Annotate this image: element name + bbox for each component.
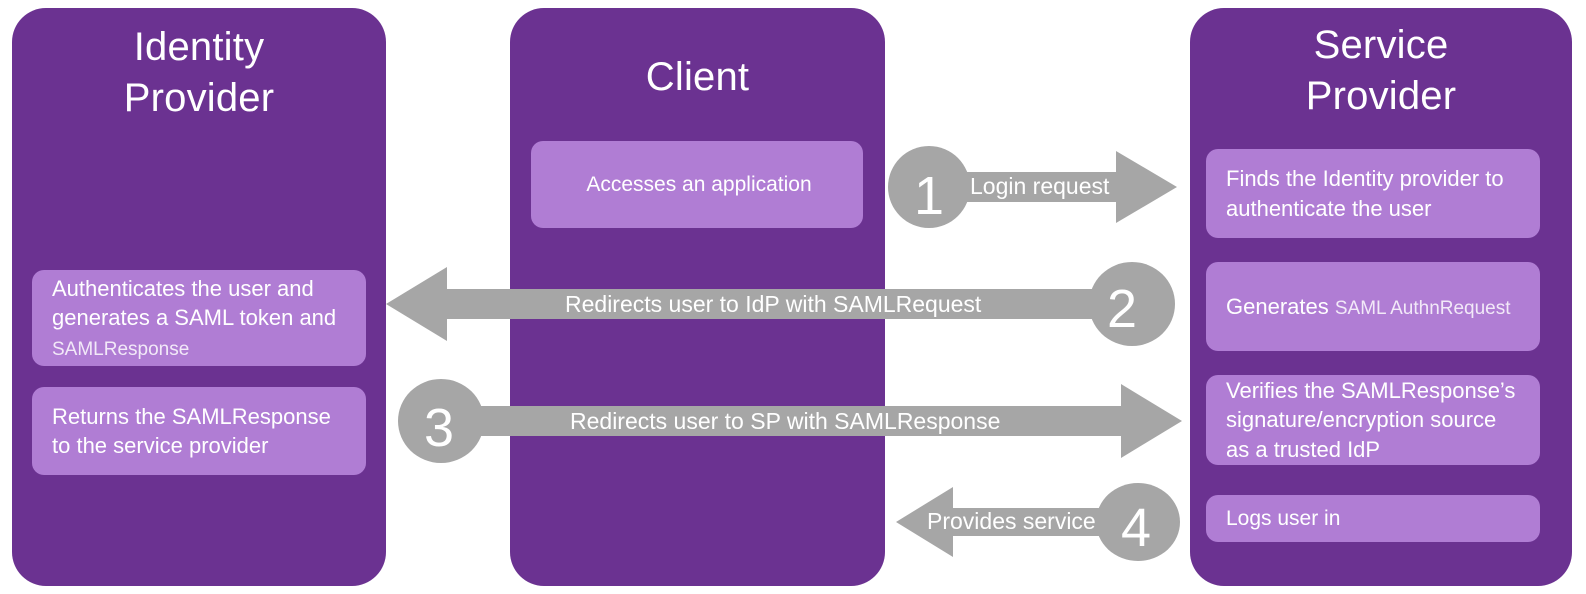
sp-item-generates-authnrequest[interactable]: Generates SAML AuthnRequest bbox=[1206, 262, 1540, 351]
column-title-identity-provider: Identity Provider bbox=[12, 22, 386, 124]
arrow-step-1-shape bbox=[888, 146, 1177, 228]
arrow-step-2-label: Redirects user to IdP with SAMLRequest bbox=[565, 291, 982, 317]
idp-item-1-main: Authenticates the user and generates a S… bbox=[52, 276, 337, 331]
sp-item-2-text: Generates SAML AuthnRequest bbox=[1226, 292, 1511, 321]
idp-item-1-soft: SAMLResponse bbox=[52, 338, 190, 360]
sp-item-3-text: Verifies the SAMLResponse’s signature/en… bbox=[1226, 378, 1516, 462]
arrow-step-2: 2 Redirects user to IdP with SAMLRequest bbox=[385, 262, 1175, 346]
idp-item-authenticates-user[interactable]: Authenticates the user and generates a S… bbox=[32, 270, 366, 366]
column-title-line-1: Service bbox=[1313, 23, 1449, 67]
arrow-step-4-number: 4 bbox=[1120, 498, 1152, 558]
column-title-client: Client bbox=[510, 52, 885, 103]
client-item-1-text: Accesses an application bbox=[586, 172, 812, 196]
client-item-accesses-application[interactable]: Accesses an application bbox=[531, 141, 863, 228]
sp-item-4-text: Logs user in bbox=[1226, 506, 1341, 530]
column-title-line-1: Client bbox=[645, 55, 750, 99]
arrow-step-1: 1 Login request bbox=[888, 146, 1178, 228]
arrow-step-1-number: 1 bbox=[913, 166, 945, 226]
arrow-step-2-shape bbox=[386, 262, 1175, 346]
arrow-step-3-label: Redirects user to SP with SAMLResponse bbox=[570, 408, 1001, 434]
column-title-line-2: Provider bbox=[1305, 74, 1457, 119]
idp-item-1-text: Authenticates the user and generates a S… bbox=[52, 274, 350, 361]
idp-item-returns-samlresponse[interactable]: Returns the SAMLResponse to the service … bbox=[32, 387, 366, 475]
arrow-step-4-label: Provides service bbox=[927, 508, 1096, 534]
arrow-step-3-shape bbox=[398, 379, 1182, 463]
arrow-step-3: 3 Redirects user to SP with SAMLResponse bbox=[398, 379, 1183, 463]
column-title-service-provider: Service Provider bbox=[1190, 20, 1572, 122]
arrow-step-3-number: 3 bbox=[423, 398, 455, 458]
arrow-step-1-label: Login request bbox=[970, 173, 1110, 199]
sp-item-2-main: Generates bbox=[1226, 293, 1335, 319]
column-title-line-2: Provider bbox=[123, 76, 275, 121]
sp-item-2-soft: SAML AuthnRequest bbox=[1334, 297, 1511, 319]
arrow-step-2-number: 2 bbox=[1106, 279, 1138, 339]
sp-item-1-text: Finds the Identity provider to authentic… bbox=[1226, 166, 1504, 221]
arrow-step-4: 4 Provides service bbox=[895, 483, 1180, 561]
sp-item-verifies-signature[interactable]: Verifies the SAMLResponse’s signature/en… bbox=[1206, 375, 1540, 465]
idp-item-2-text: Returns the SAMLResponse to the service … bbox=[52, 403, 331, 458]
sp-item-finds-identity-provider[interactable]: Finds the Identity provider to authentic… bbox=[1206, 149, 1540, 238]
arrow-step-4-shape bbox=[896, 483, 1180, 561]
column-title-line-1: Identity bbox=[133, 25, 265, 69]
sp-item-logs-user-in[interactable]: Logs user in bbox=[1206, 495, 1540, 542]
